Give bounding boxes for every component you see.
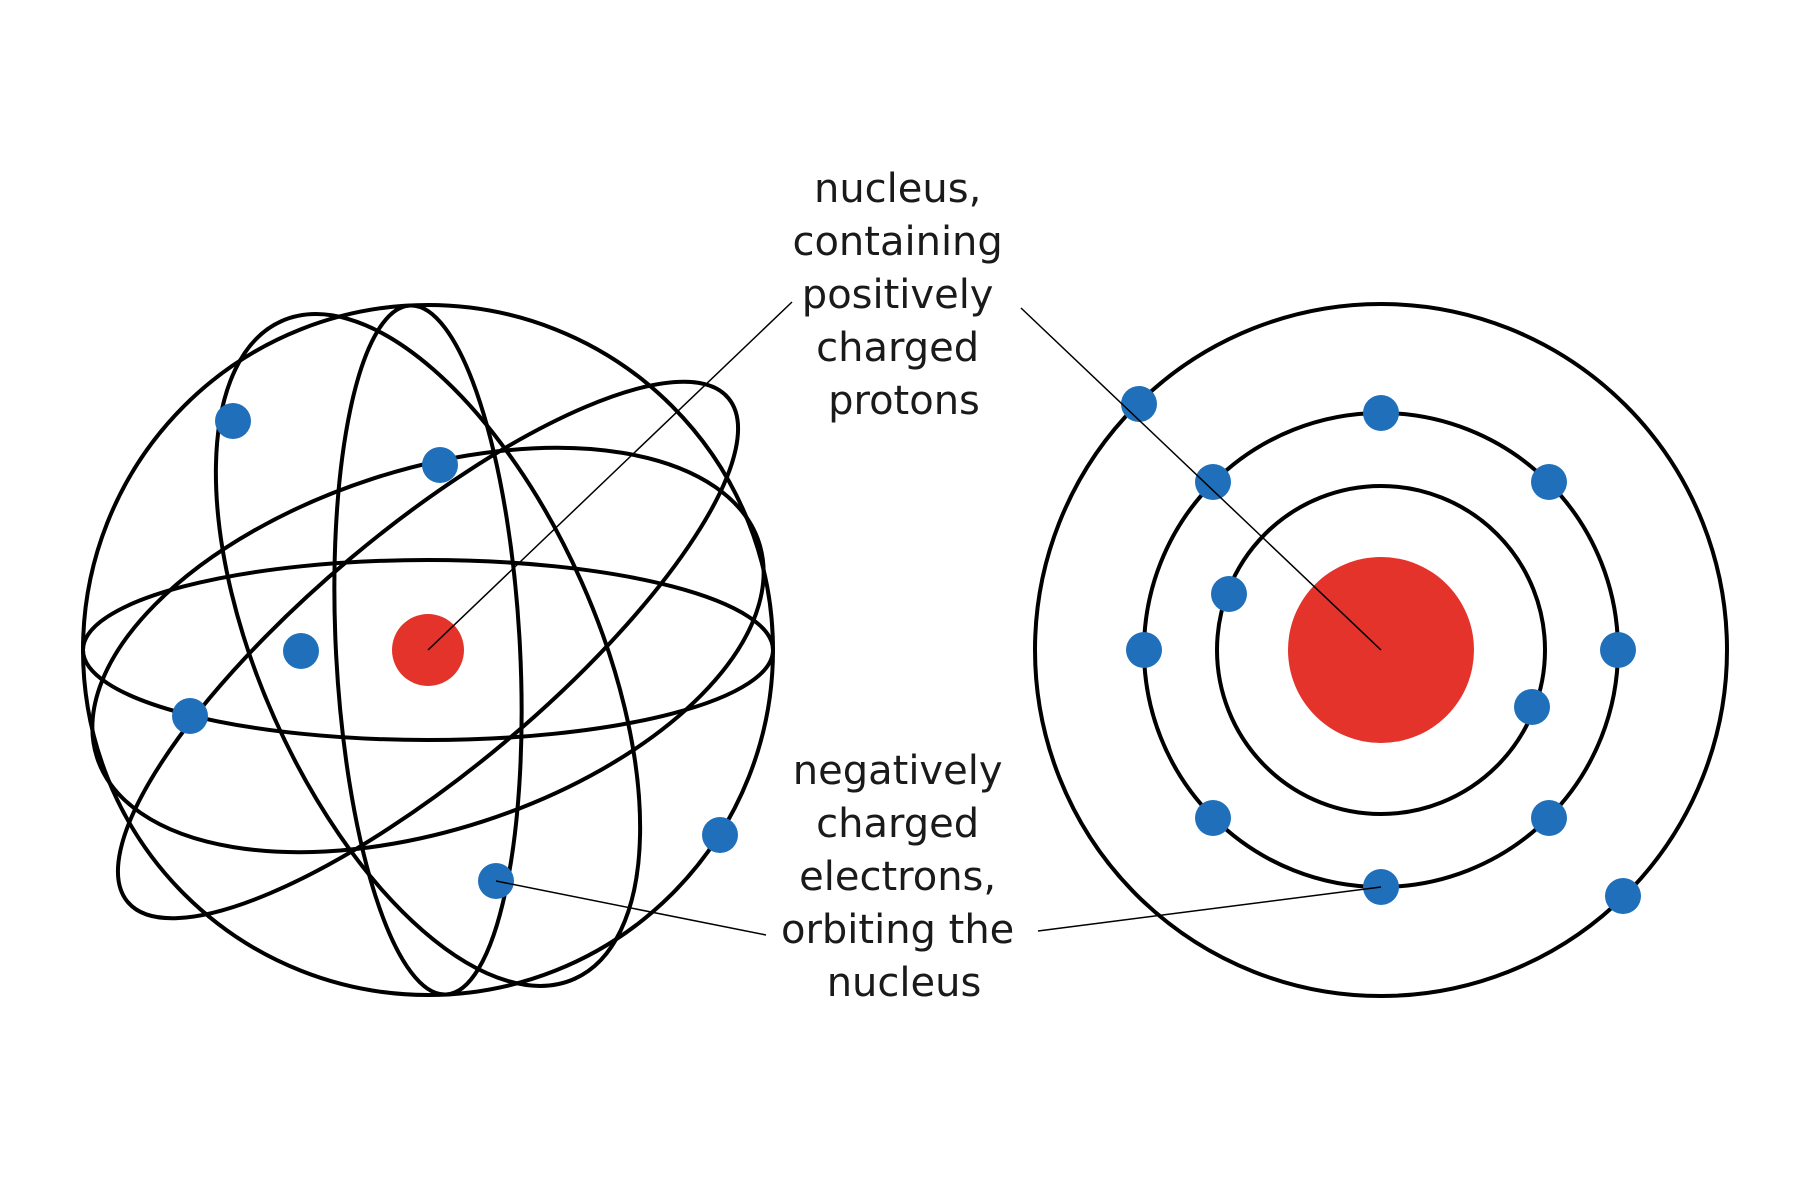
electron [1211,576,1247,612]
electron [1121,386,1157,422]
electrons-label-line: negatively [793,748,1003,794]
electron [702,817,738,853]
tilted-orbit-left [213,312,643,988]
electron-leader-left [495,880,767,936]
electron [1195,800,1231,836]
nucleus-label-line: positively [802,272,994,318]
diagonal-orbit [115,379,741,921]
electron-leader-right [1037,886,1382,932]
electron [422,447,458,483]
nucleus-leader-right [1020,307,1382,651]
nucleus-label-line: nucleus, [814,166,981,212]
electrons-label-line: nucleus [827,960,982,1006]
nucleus-label-line: charged [816,325,979,371]
electron [1514,689,1550,725]
atom-3d-model [81,303,775,997]
electron [1531,464,1567,500]
leader-lines [427,301,1382,936]
equatorial-orbit [81,558,775,742]
electrons-label: negatively charged electrons, orbiting t… [781,748,1027,1006]
nucleus-leader-left [427,301,793,651]
electrons-label-line: electrons, [799,854,996,900]
electron [1363,395,1399,431]
tilted-orbit-right [90,445,766,855]
electrons-label-line: charged [816,801,979,847]
inner-shell [1215,484,1547,816]
electron [1126,632,1162,668]
nucleus-label-line: containing [792,219,1002,265]
electron [1195,464,1231,500]
outer-shell [1033,302,1729,998]
electron [1531,800,1567,836]
electron [283,633,319,669]
electrons-label-line: orbiting the [781,907,1014,953]
vertical-orbit [332,303,524,997]
electron [1605,878,1641,914]
electron [1600,632,1636,668]
nucleus-label: nucleus, containing positively charged p… [792,166,1015,424]
nucleus-label-line: protons [828,378,980,424]
electron [215,403,251,439]
electron [172,698,208,734]
